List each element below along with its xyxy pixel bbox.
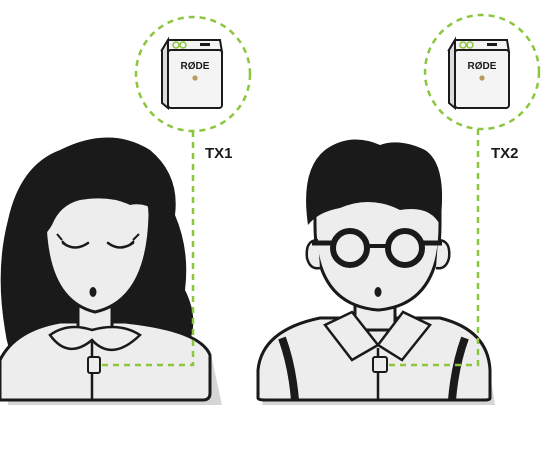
tx2-brand-logo: RØDE — [468, 61, 497, 72]
tx2-mic-capsule — [479, 75, 484, 80]
lavalier-mic-1 — [88, 357, 100, 373]
tx2-label: TX2 — [491, 145, 519, 162]
tx1-brand-logo: RØDE — [181, 61, 210, 72]
tx1-mic-capsule — [192, 75, 197, 80]
tx1-label: TX1 — [205, 145, 233, 162]
tx1-transmitter: RØDE — [162, 40, 222, 108]
person-1-woman — [0, 138, 222, 406]
lavalier-mic-2 — [373, 357, 387, 372]
tx2-transmitter: RØDE — [449, 40, 509, 108]
